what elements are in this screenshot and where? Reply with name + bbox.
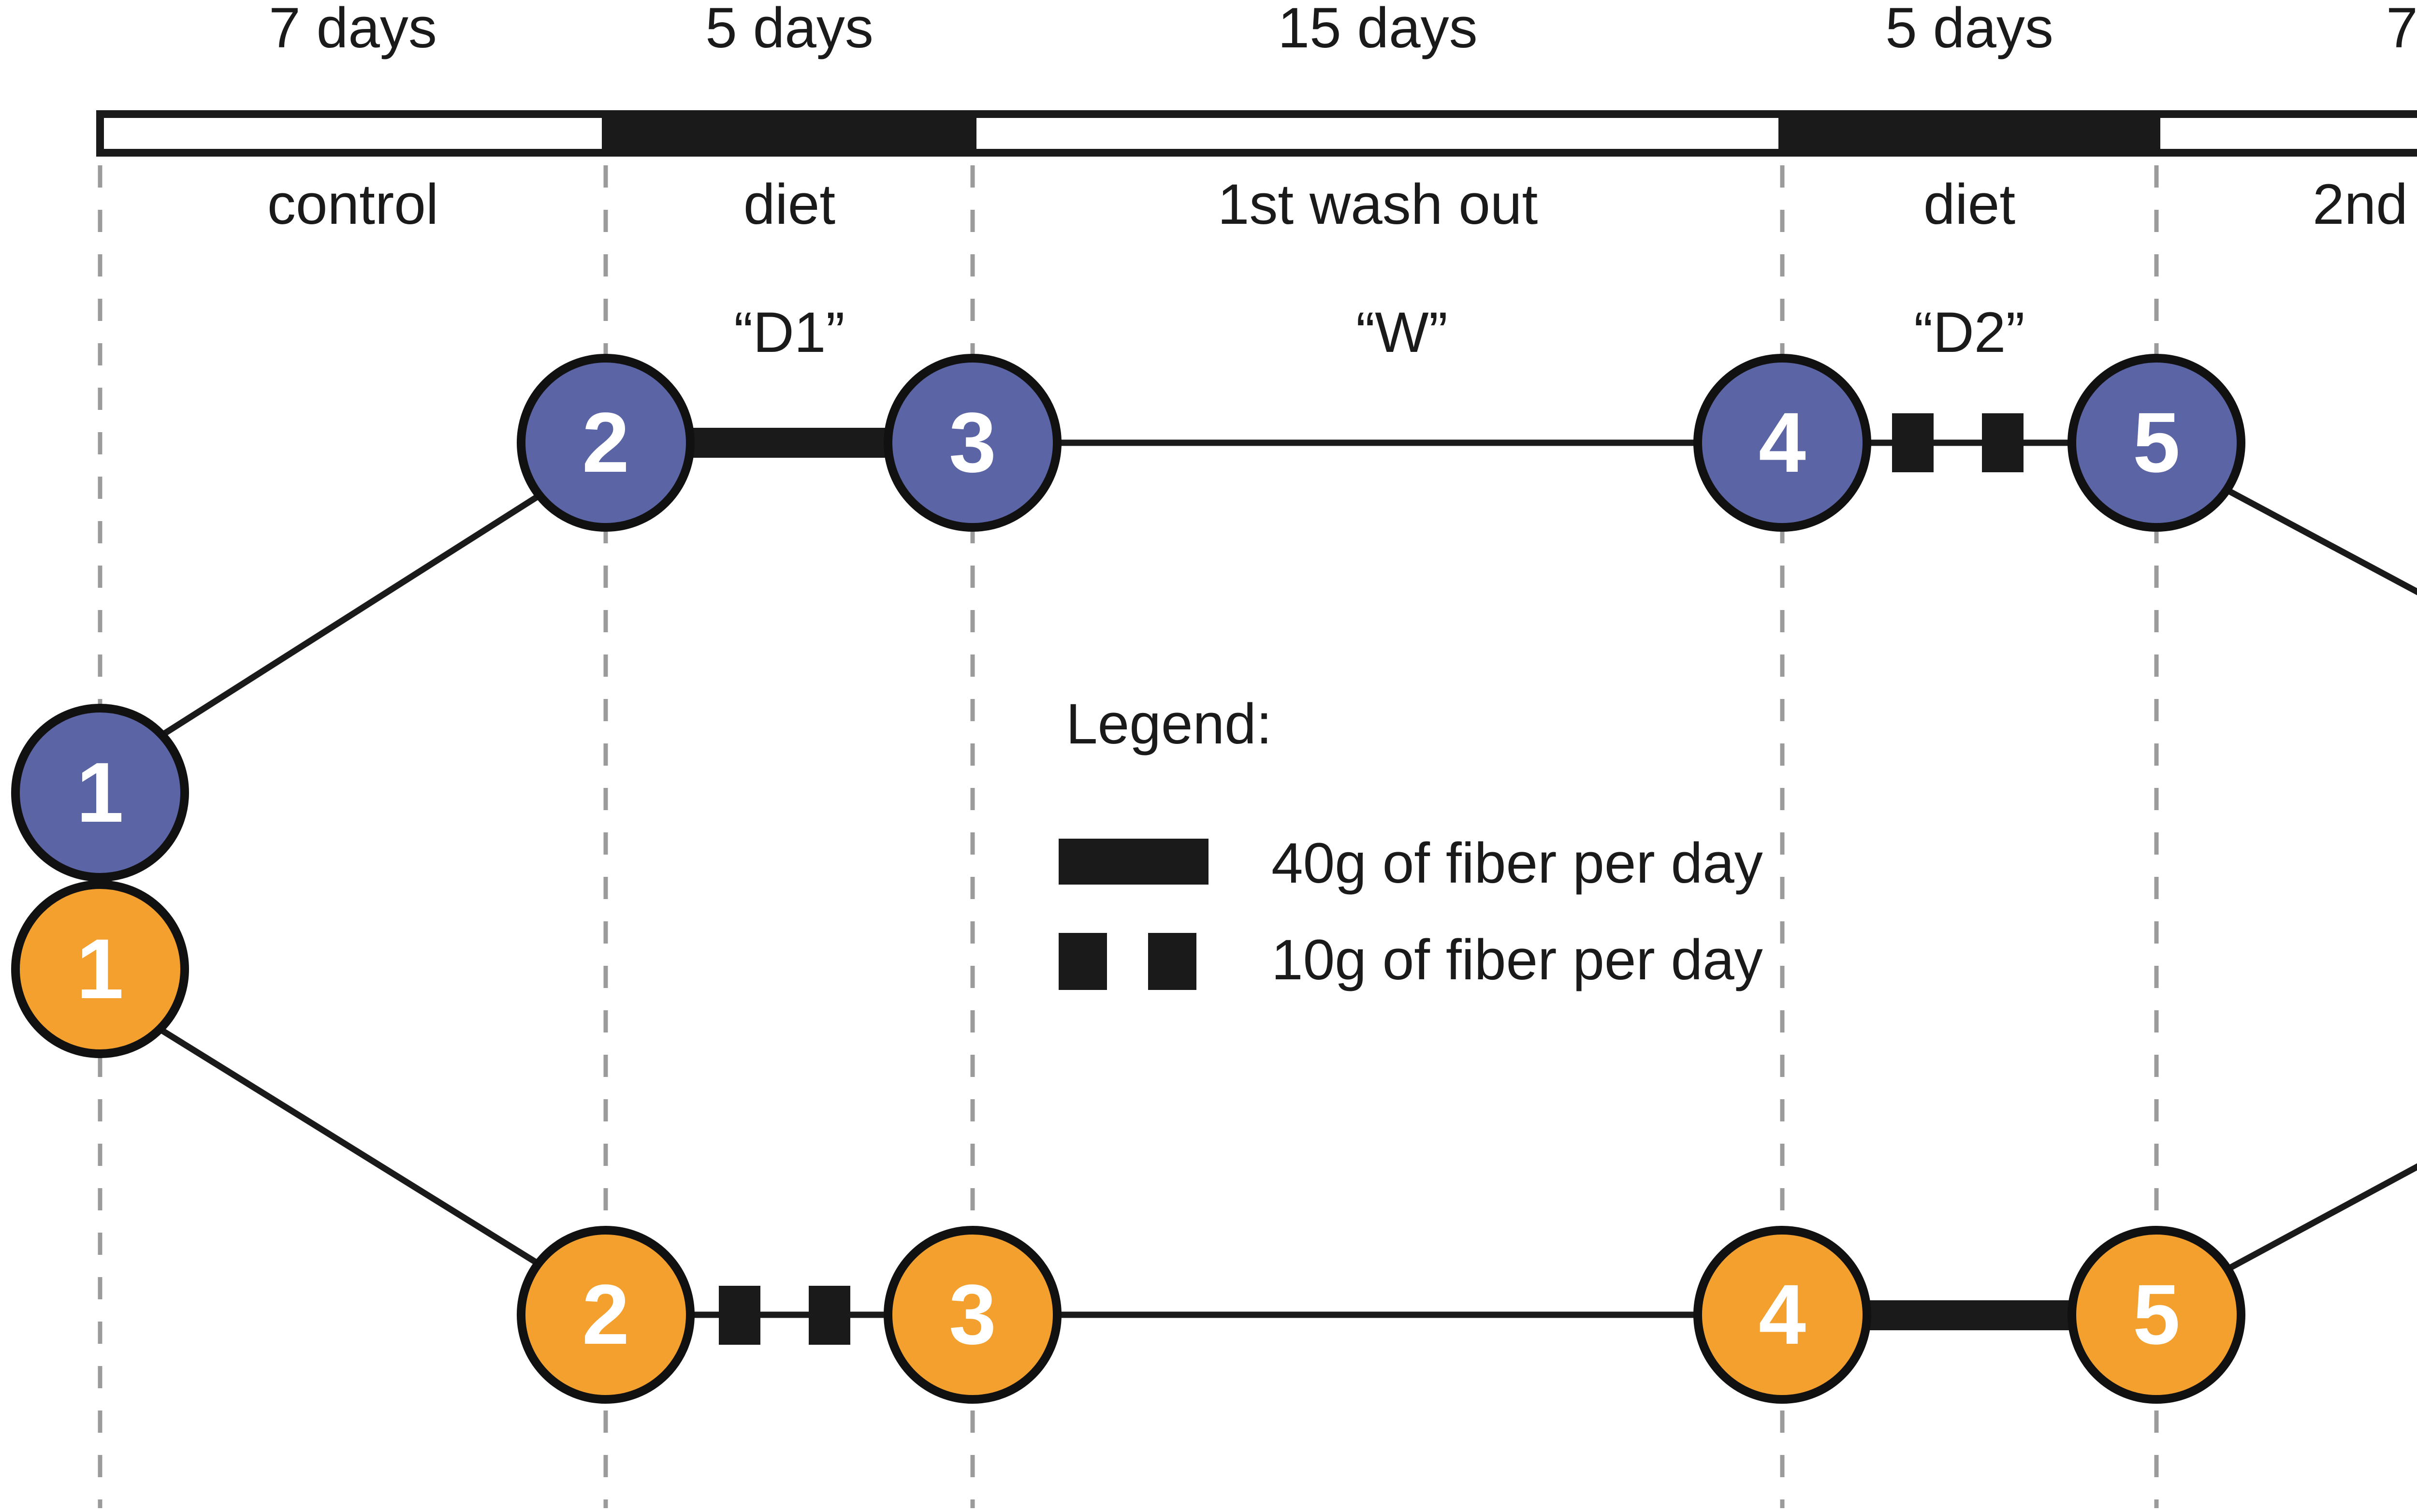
duration-label-washout-2: 7 days [2386,0,2417,60]
node-orange-5[interactable] [2068,1226,2245,1404]
node-orange-2[interactable] [517,1226,695,1404]
arm-blue-nodes [11,354,2245,882]
duration-label-control: 7 days [269,0,437,60]
link-blue-4-5-dash-a [1892,413,1934,472]
period-code-d2: “D2” [1914,301,2025,364]
node-label-orange-5: 5 [2133,1267,2180,1362]
node-orange-3[interactable] [884,1226,1062,1404]
node-blue-3[interactable] [884,354,1062,532]
period-code-d1: “D1” [734,301,845,364]
phase-label-control: control [267,173,439,236]
phase-label-diet-1: diet [743,173,836,236]
legend-swatch-40g [1059,839,1208,885]
period-code-w: “W” [1356,301,1448,364]
phase-label-washout-2: 2nd wash out [2313,173,2417,236]
guide-lines [98,121,2159,1508]
link-orange-2-3-dash-a [719,1286,760,1345]
node-label-blue-3: 3 [949,395,996,490]
node-orange-1[interactable] [11,880,189,1058]
legend-label-40g: 40g of fiber per day [1271,831,1763,895]
node-label-orange-4: 4 [1759,1267,1806,1362]
link-blue-5-6 [2222,485,2417,596]
timeline-segment-control [96,110,610,157]
link-blue-4-5-dash-b [1982,413,2024,472]
link-orange-2-3-dash-b [809,1286,850,1345]
node-orange-4[interactable] [1693,1226,1871,1404]
legend-label-10g: 10g of fiber per day [1271,928,1763,992]
duration-label-diet-1: 5 days [705,0,874,60]
node-label-blue-4: 4 [1759,395,1806,490]
node-label-orange-1: 1 [76,922,124,1017]
legend-swatch-10g-b [1148,933,1196,990]
node-label-blue-1: 1 [76,745,124,840]
timeline-segment-washout-2 [2153,110,2417,157]
node-blue-2[interactable] [517,354,695,532]
legend-title: Legend: [1066,692,1272,756]
node-blue-5[interactable] [2068,354,2245,532]
node-blue-4[interactable] [1693,354,1871,532]
arm-orange-connectors [143,1017,2417,1345]
phase-label-washout-1: 1st wash out [1217,173,1538,236]
legend-swatch-10g-a [1059,933,1107,990]
arm-blue-connectors [143,413,2417,749]
duration-label-diet-2: 5 days [1885,0,2053,60]
timeline-segment-diet-2 [1782,110,2156,157]
timeline-bar [96,110,2417,157]
link-orange-1-2 [143,1017,560,1279]
phase-label-diet-2: diet [1923,173,2016,236]
link-blue-2-3-thick [678,428,901,458]
link-blue-1-2 [143,480,560,749]
node-label-orange-3: 3 [949,1267,996,1362]
timeline-segment-washout-1 [969,110,1786,157]
link-orange-5-6 [2222,1163,2417,1274]
node-blue-1[interactable] [11,704,189,882]
duration-label-washout-1: 15 days [1278,0,1478,60]
node-label-orange-2: 2 [582,1267,629,1362]
link-orange-4-5-thick [1854,1300,2081,1330]
timeline-segment-diet-1 [606,110,973,157]
arm-orange-nodes [11,880,2245,1404]
node-label-blue-5: 5 [2133,395,2180,490]
node-label-blue-2: 2 [582,395,629,490]
legend-swatches [1059,839,1208,990]
